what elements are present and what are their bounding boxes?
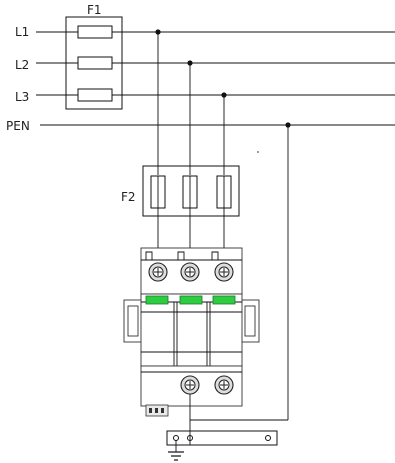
fuse-icon xyxy=(77,56,113,70)
label-l1: L1 xyxy=(15,25,29,39)
label-pen: PEN xyxy=(6,119,30,133)
screw-terminal-icon xyxy=(214,375,234,395)
din-ear-right-inner xyxy=(244,305,256,337)
din-ear-left-inner xyxy=(127,305,139,337)
ground-icon xyxy=(168,440,184,461)
fuse-icon xyxy=(77,88,113,102)
stray-mark xyxy=(257,151,259,153)
label-f1: F1 xyxy=(87,3,102,17)
spd-body xyxy=(140,293,243,367)
screw-terminal-icon xyxy=(148,262,168,282)
connector-pins xyxy=(149,408,164,413)
surge-protection-device xyxy=(123,247,260,417)
fuse-icon xyxy=(77,25,113,39)
screw-terminal-icon xyxy=(180,375,200,395)
fuse-block-f2 xyxy=(142,165,240,217)
status-indicator-icon xyxy=(145,295,169,305)
label-l2: L2 xyxy=(15,58,29,72)
screw-terminal-icon xyxy=(214,262,234,282)
status-indicator-icon xyxy=(212,295,236,305)
label-l3: L3 xyxy=(15,90,29,104)
terminal-bar-icon xyxy=(166,430,278,446)
screw-terminal-icon xyxy=(180,262,200,282)
spd-top-tabs xyxy=(145,251,219,260)
status-indicator-icon xyxy=(179,295,203,305)
label-f2: F2 xyxy=(121,190,136,204)
